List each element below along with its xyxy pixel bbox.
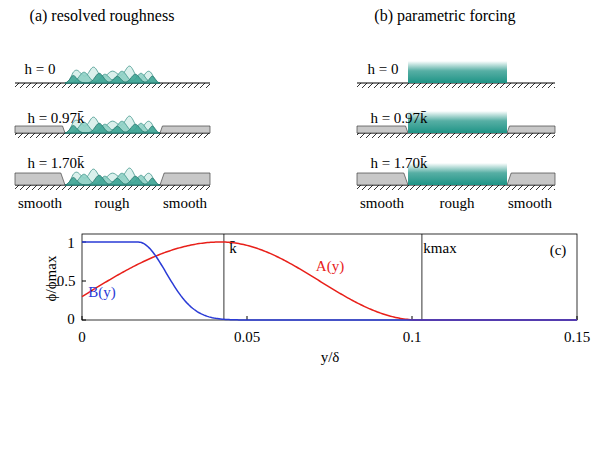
plot [82, 234, 577, 320]
annotation: smooth [18, 196, 62, 211]
smooth-block [160, 126, 210, 133]
tick-label: 0.15 [564, 330, 590, 345]
smooth-block [357, 173, 408, 185]
annotation: h = 1.70k̄ [27, 156, 84, 171]
annotation: h = 0 [25, 62, 56, 77]
marker-label: k̄ [229, 241, 237, 256]
curve-a [82, 242, 577, 320]
smooth-block [160, 173, 210, 185]
resolved-row [15, 168, 210, 190]
marker-line [421, 234, 422, 320]
smooth-block [357, 126, 408, 133]
tick [82, 281, 86, 282]
annotation: h = 1.70k̄ [370, 156, 427, 171]
tick-label: 0.1 [403, 330, 422, 345]
annotation: smooth [508, 196, 552, 211]
tick-label: 1 [67, 236, 75, 251]
smooth-block [507, 173, 555, 185]
tick [82, 316, 83, 320]
wall-hatch [15, 83, 210, 88]
tick-label: 0.05 [234, 330, 260, 345]
panel-title: (b) parametric forcing [374, 8, 515, 24]
curve-label: B(y) [88, 285, 116, 300]
wall-hatch [357, 83, 555, 88]
roughness-element [65, 168, 160, 185]
forcing-region [408, 61, 507, 83]
tick-label: 0 [78, 330, 86, 345]
annotation: h = 0 [368, 62, 399, 77]
roughness-element [65, 175, 160, 185]
marker-label: kmax [423, 241, 456, 256]
roughness-element [65, 66, 160, 83]
smooth-block [15, 126, 65, 133]
forcing-row [357, 111, 555, 138]
panel-label: (c) [550, 243, 567, 258]
plot-frame [82, 234, 577, 320]
tick-label: 0.5 [57, 274, 76, 289]
annotation: rough [95, 196, 130, 211]
tick-label: 0 [67, 312, 75, 327]
curve-label: A(y) [316, 259, 344, 274]
forcing-row [357, 61, 555, 88]
smooth-block [15, 173, 65, 185]
tick [82, 320, 86, 321]
wall-hatch [357, 133, 555, 138]
annotation: h = 0.97k̄ [27, 111, 84, 126]
wall-hatch [15, 185, 210, 190]
annotation: smooth [163, 196, 207, 211]
panel-title: (a) resolved roughness [30, 8, 175, 24]
axis-title: y/δ [321, 350, 340, 365]
roughness-element [65, 173, 160, 185]
annotation: rough [440, 196, 475, 211]
wall-hatch [357, 185, 555, 190]
annotation: smooth [360, 196, 404, 211]
annotation: h = 0.97k̄ [370, 111, 427, 126]
wall-hatch [15, 133, 210, 138]
roughness-element [65, 71, 160, 83]
curve-b [82, 242, 577, 320]
roughness-element [65, 73, 160, 83]
marker-line [223, 234, 224, 320]
smooth-block [507, 126, 555, 133]
